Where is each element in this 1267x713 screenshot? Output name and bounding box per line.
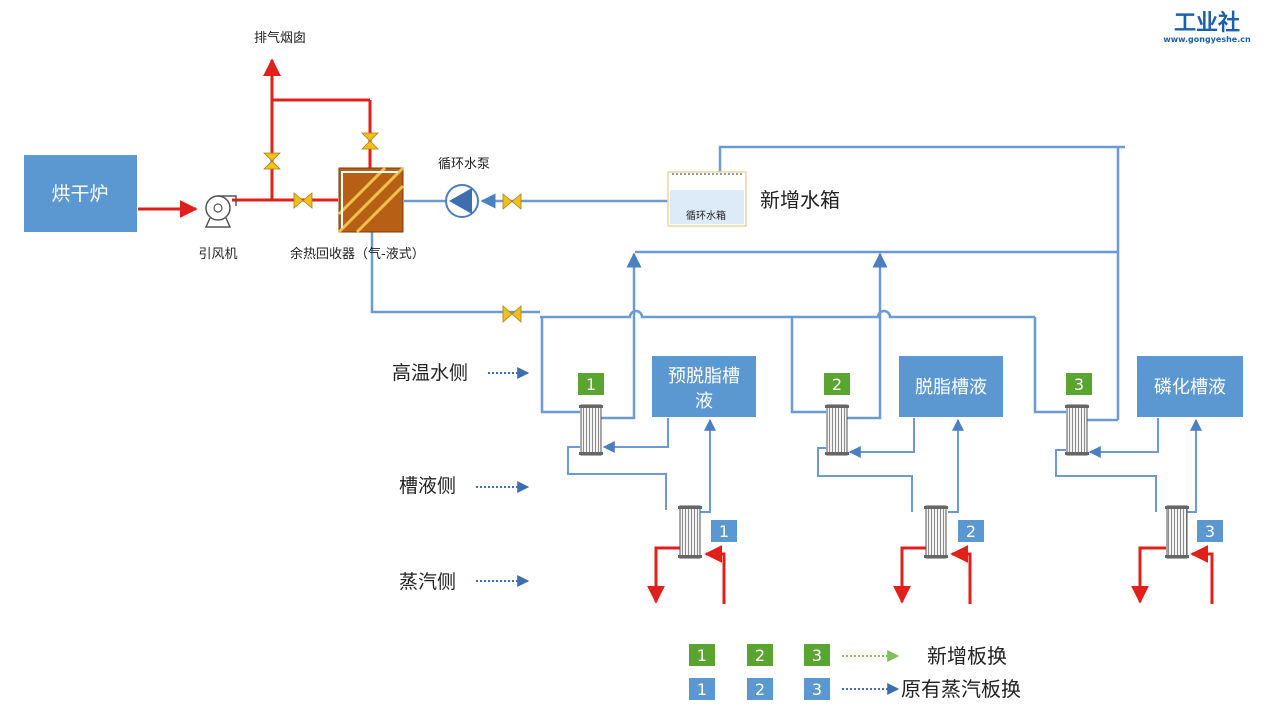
valve-icon [502,305,522,323]
valve-icon [361,132,379,150]
legend-swatch [689,644,715,666]
pump-label: 循环水泵 [438,157,490,172]
logo: 工业社 www.gongyeshe.cn [1163,10,1251,44]
logo-main-text: 工业社 [1174,10,1240,36]
exhaust-piping [138,58,372,218]
legend-swatch [689,678,715,700]
heat-recovery-unit-icon [337,166,405,234]
dryer-box: 烘干炉 [24,155,137,232]
tank-label-line2: 液 [695,391,713,412]
pump-icon [445,184,479,218]
bath-side-row: 槽液侧 [399,475,530,497]
bath-loops [567,418,1202,513]
bath-side-label: 槽液侧 [399,475,456,497]
badge-number: 3 [1205,522,1215,541]
badge-number: 3 [1074,375,1084,394]
badge-number: 1 [719,522,729,541]
chimney-label: 排气烟囱 [254,30,306,46]
legend-old-label: 原有蒸汽板换 [901,677,1021,701]
tank-box-phosphating: 磷化槽液 [1137,356,1243,417]
legend-number: 1 [697,646,707,665]
legend-swatch [747,644,773,666]
legend-swatch [747,678,773,700]
legend-new-label: 新增板换 [927,644,1007,668]
legend-old-row: 1 2 3 原有蒸汽板换 [689,677,1021,701]
new-hx-badge: 3 [1066,373,1092,395]
new-hx-badge: 1 [578,373,604,395]
plate-heat-exchanger-icon [924,505,948,559]
tank-box-degreasing: 脱脂槽液 [899,356,1003,417]
new-tank-label: 新增水箱 [760,188,840,212]
legend-number: 2 [755,680,765,699]
legend-swatch [804,644,830,666]
legend-swatch [804,678,830,700]
plate-heat-exchanger-icon [579,404,603,456]
plate-heat-exchanger-icon [678,505,702,559]
badge-number: 2 [966,522,976,541]
valve-icon [502,193,522,210]
tank-label-line1: 预脱脂槽 [668,366,740,387]
tank-label: 脱脂槽液 [915,377,987,398]
new-hx-badge: 2 [824,373,850,395]
old-hx-badge: 2 [958,520,984,542]
legend-number: 3 [812,680,822,699]
old-hx-badge: 1 [711,520,737,542]
tank-box-pre-degreasing: 预脱脂槽 液 [652,356,756,417]
dryer-label: 烘干炉 [51,183,108,205]
fan-label: 引风机 [198,247,237,262]
tank-inner-label: 循环水箱 [686,209,726,222]
steam-side-row: 蒸汽侧 [399,571,530,593]
hot-water-side-label: 高温水侧 [392,362,468,384]
water-piping [370,145,1125,422]
valve-icon [263,152,281,170]
tank-label: 磷化槽液 [1154,377,1226,398]
legend-number: 1 [697,680,707,699]
legend-new-row: 1 2 3 新增板换 [689,644,1007,668]
legend-number: 3 [812,646,822,665]
plate-heat-exchanger-icon [1065,404,1089,456]
badge-number: 2 [832,375,842,394]
badge-number: 1 [586,375,596,394]
old-hx-badge: 3 [1197,520,1223,542]
logo-url-text: www.gongyeshe.cn [1163,35,1251,44]
legend-number: 2 [755,646,765,665]
plate-heat-exchanger-icon [1165,505,1189,559]
plate-heat-exchanger-icon [825,404,849,456]
valve-icon [293,192,313,209]
fan-icon [204,195,237,228]
hot-water-side-row: 高温水侧 [392,362,530,384]
steam-lines [647,545,1214,604]
recovery-label: 余热回收器（气-液式） [290,246,425,262]
legend: 1 2 3 新增板换 1 2 3 原有蒸汽板换 [689,644,1021,701]
water-tank: 循环水箱 [667,171,747,227]
steam-side-label: 蒸汽侧 [399,571,456,593]
